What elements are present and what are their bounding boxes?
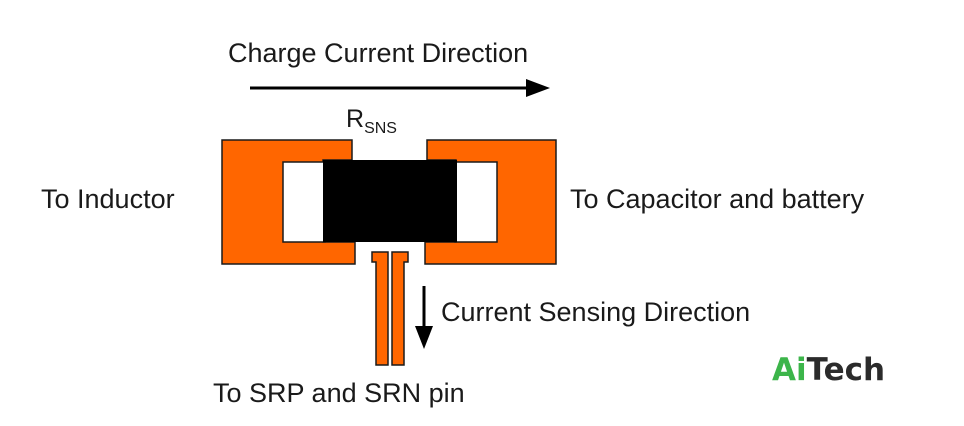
sensing-direction-arrow [415, 286, 433, 349]
resistor-body [323, 160, 457, 242]
resistor-label: RSNS [346, 105, 397, 137]
left-terminal-label: To Inductor [41, 184, 175, 214]
resistor-end-cap-right [454, 161, 498, 243]
logo-part-ai: Ai [772, 352, 807, 388]
logo-part-tech: Tech [807, 352, 886, 388]
sense-traces [371, 251, 409, 366]
charge-direction-arrow [250, 79, 550, 97]
right-terminal-label: To Capacitor and battery [570, 184, 865, 214]
aitech-logo: AiTech [772, 352, 885, 388]
resistor-label-main: R [346, 105, 364, 133]
resistor-label-subscript: SNS [364, 120, 397, 137]
charge-direction-label: Charge Current Direction [228, 38, 528, 68]
bottom-pins-label: To SRP and SRN pin [213, 378, 465, 408]
sensing-direction-label: Current Sensing Direction [441, 297, 750, 327]
resistor-end-cap-left [282, 161, 326, 243]
